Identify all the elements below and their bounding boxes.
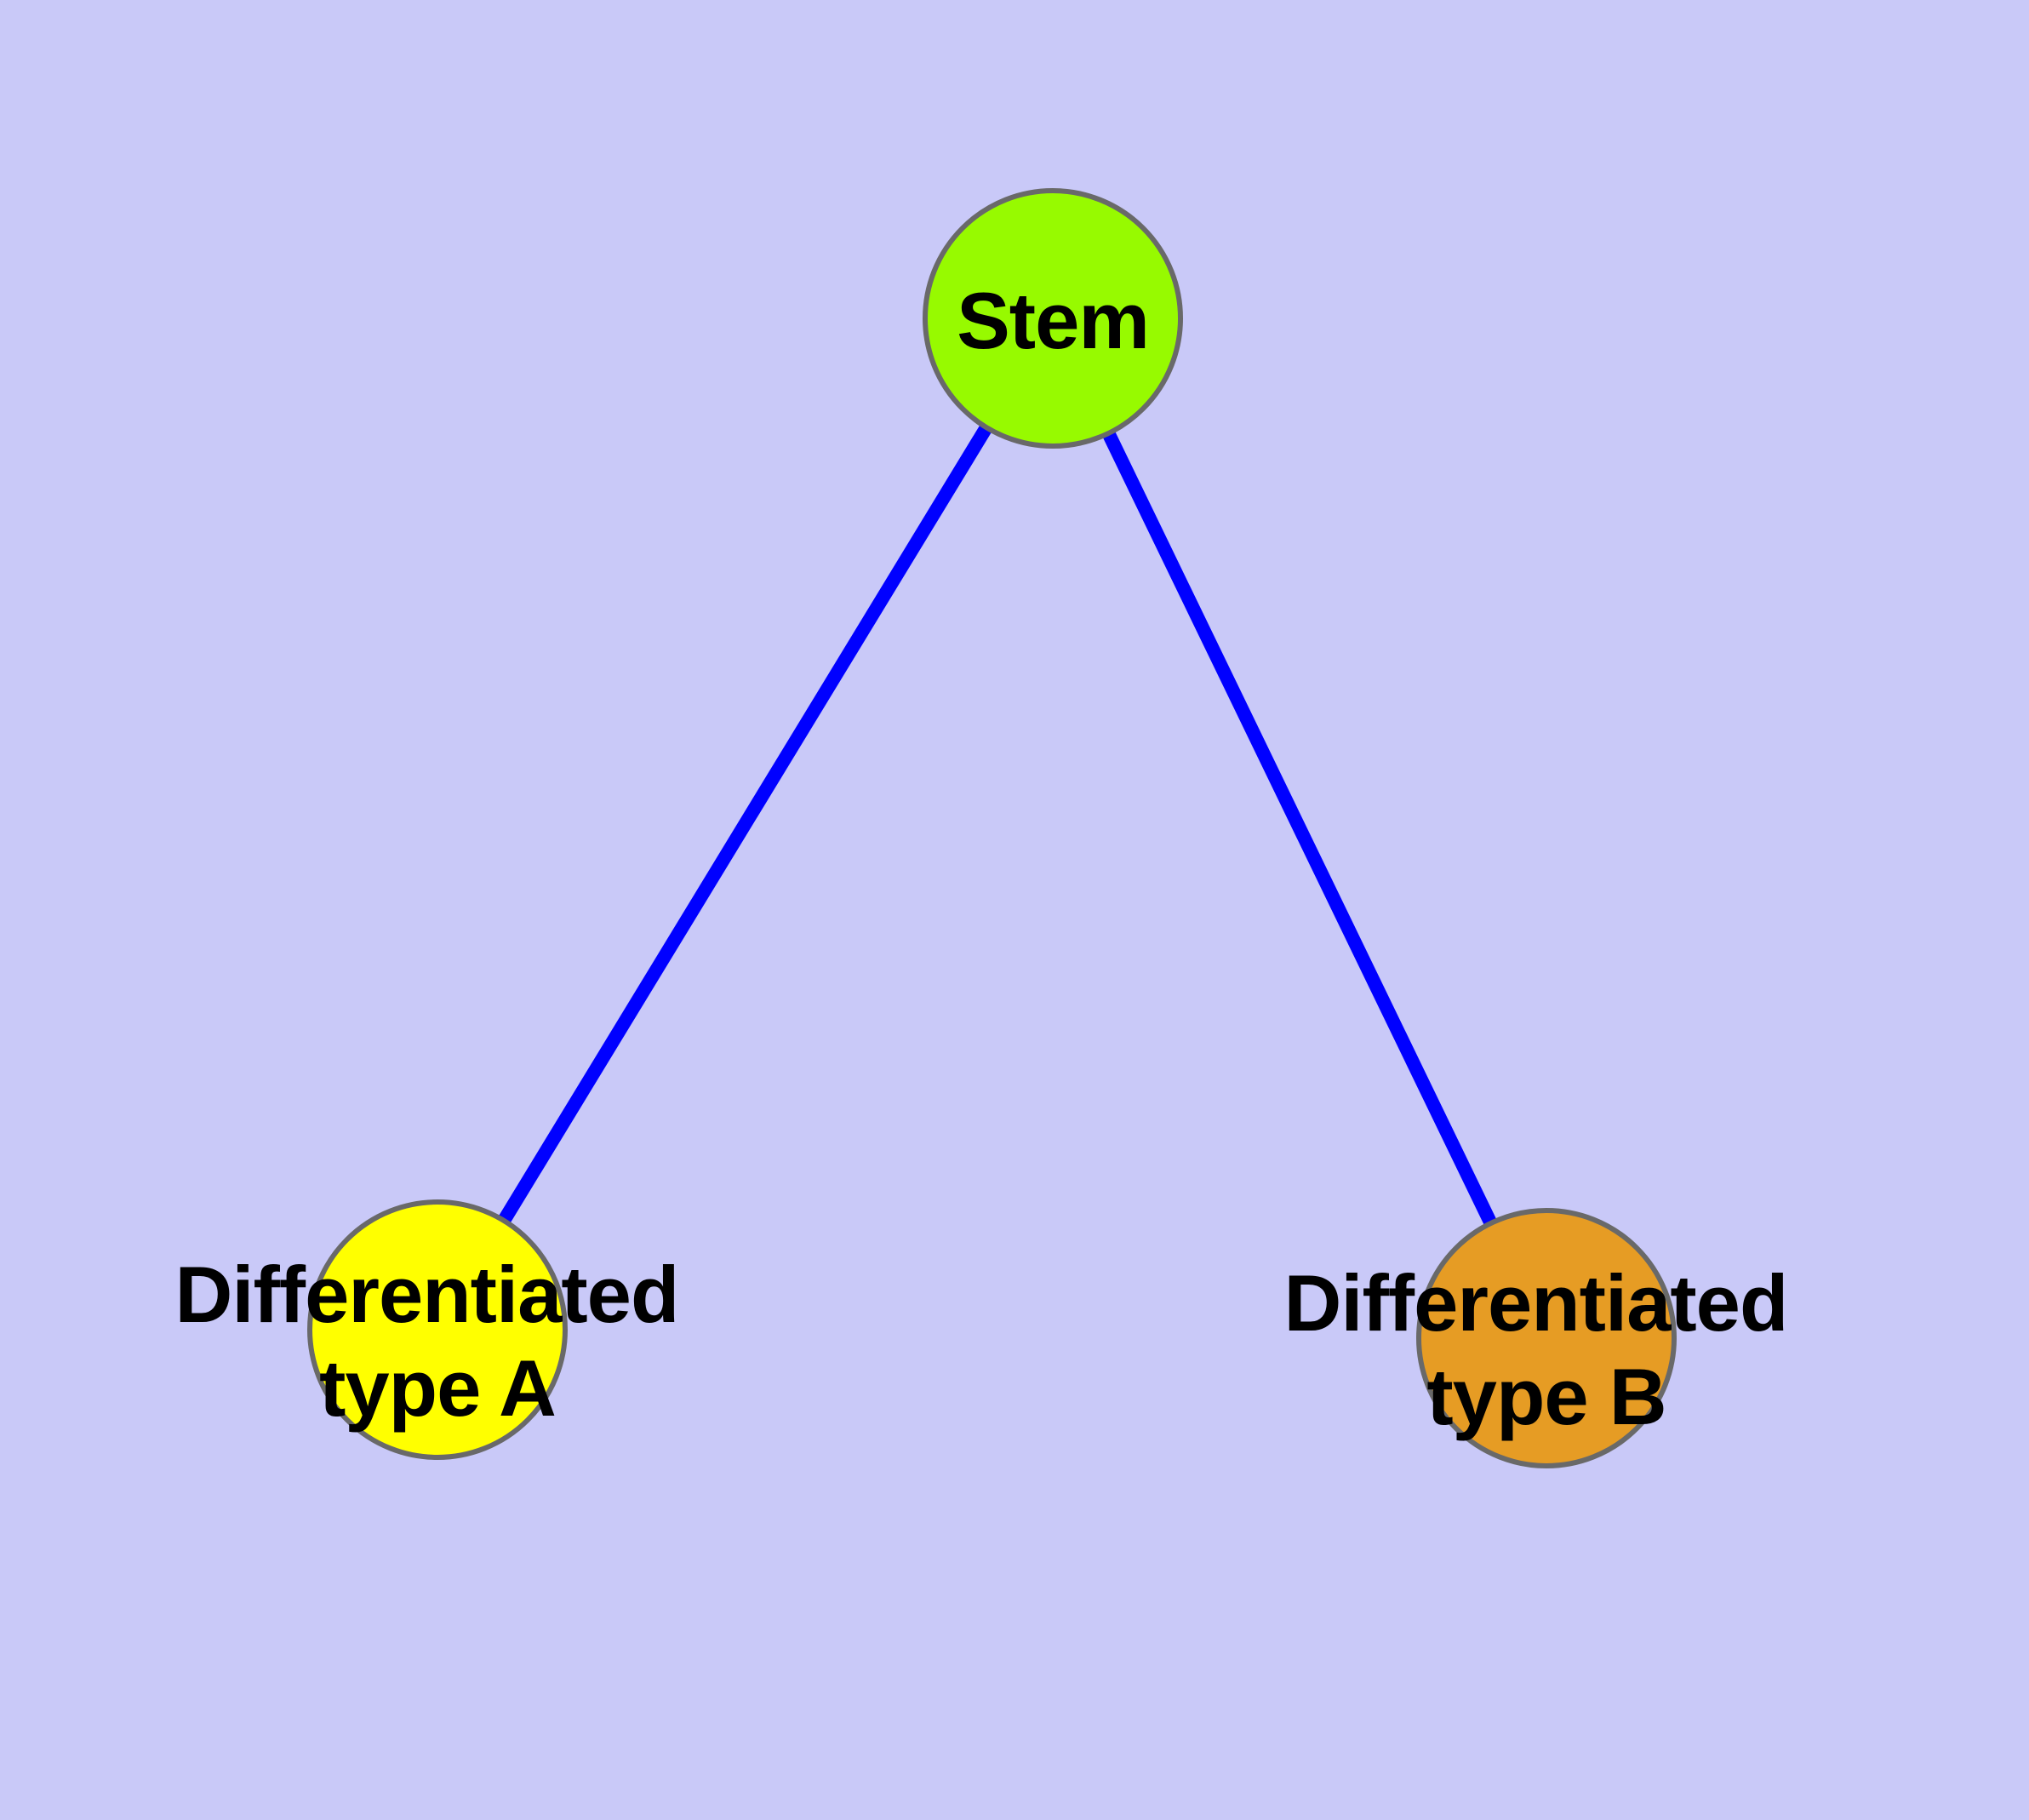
edge-stem-to-diff-b [1046, 315, 1553, 1342]
node-diff-a-label: Differentiated type A [175, 1250, 700, 1433]
node-diff-a-label-line2: type A [319, 1343, 556, 1433]
node-stem-label-line1: Stem [957, 276, 1149, 365]
edge-stem-to-diff-a [432, 314, 1059, 1334]
node-stem-label: Stem [957, 276, 1149, 365]
node-diff-b-label: Differentiated type B [1284, 1258, 1809, 1441]
node-diff-b [1416, 1208, 1677, 1468]
node-diff-b-label-line2: type B [1426, 1352, 1666, 1441]
node-diff-a-label-line1: Differentiated [175, 1250, 679, 1339]
node-diff-a [307, 1199, 568, 1460]
node-stem [923, 188, 1183, 449]
node-diff-b-label-line1: Differentiated [1284, 1258, 1788, 1348]
